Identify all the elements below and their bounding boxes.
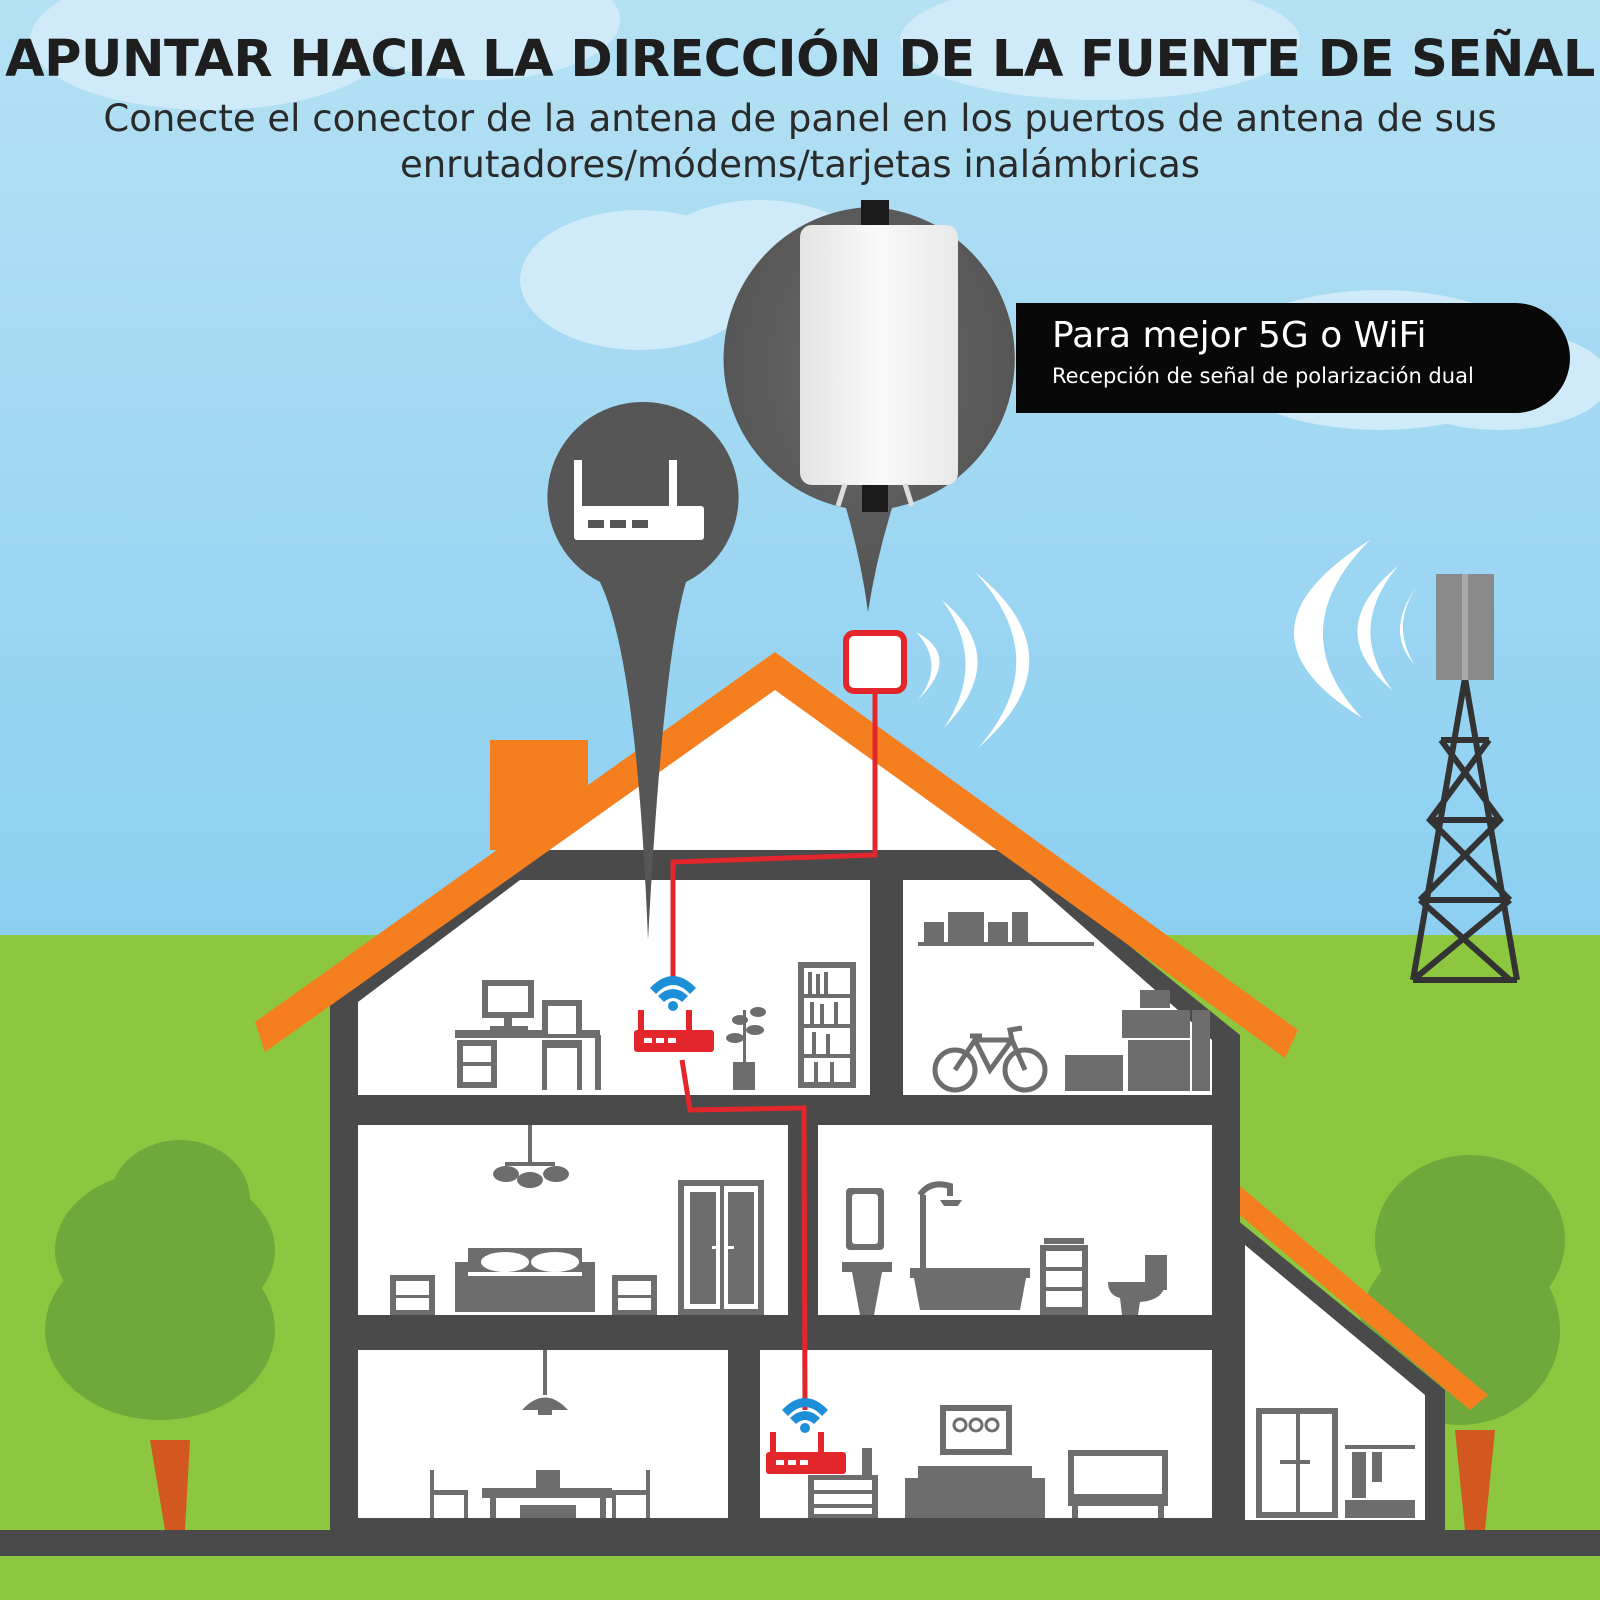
panel-antenna-icon <box>800 225 958 485</box>
wifi-icon <box>650 976 696 1011</box>
living-furniture <box>390 1125 764 1315</box>
callout-headline: Para mejor 5G o WiFi <box>1052 315 1427 356</box>
bath-furniture <box>842 1181 1167 1315</box>
office-furniture <box>455 962 856 1090</box>
page-subtitle: Conecte el conector de la antena de pane… <box>103 97 1497 186</box>
signal-wave-icon <box>1293 540 1418 718</box>
antenna-bubble <box>723 200 1015 612</box>
tree-icon <box>45 1140 275 1530</box>
storage-furniture <box>918 912 1210 1093</box>
lounge-furniture <box>808 1405 1168 1518</box>
router-icon <box>634 976 714 1052</box>
wifi-icon <box>782 1398 828 1433</box>
annex <box>1222 1182 1488 1535</box>
router-bubble <box>547 401 739 940</box>
antenna-cable <box>670 690 878 1411</box>
cell-tower-icon <box>1410 574 1520 983</box>
roof-antenna-icon <box>843 630 907 694</box>
router-icon <box>766 1398 846 1474</box>
callout-banner: Para mejor 5G o WiFi Recepción de señal … <box>1016 303 1570 413</box>
router-icon <box>574 460 704 540</box>
callout-detail: Recepción de señal de polarización dual <box>1052 364 1474 388</box>
dining-furniture <box>430 1350 650 1518</box>
page-title: APUNTAR HACIA LA DIRECCIÓN DE LA FUENTE … <box>5 30 1595 89</box>
signal-wave-icon <box>916 572 1030 748</box>
